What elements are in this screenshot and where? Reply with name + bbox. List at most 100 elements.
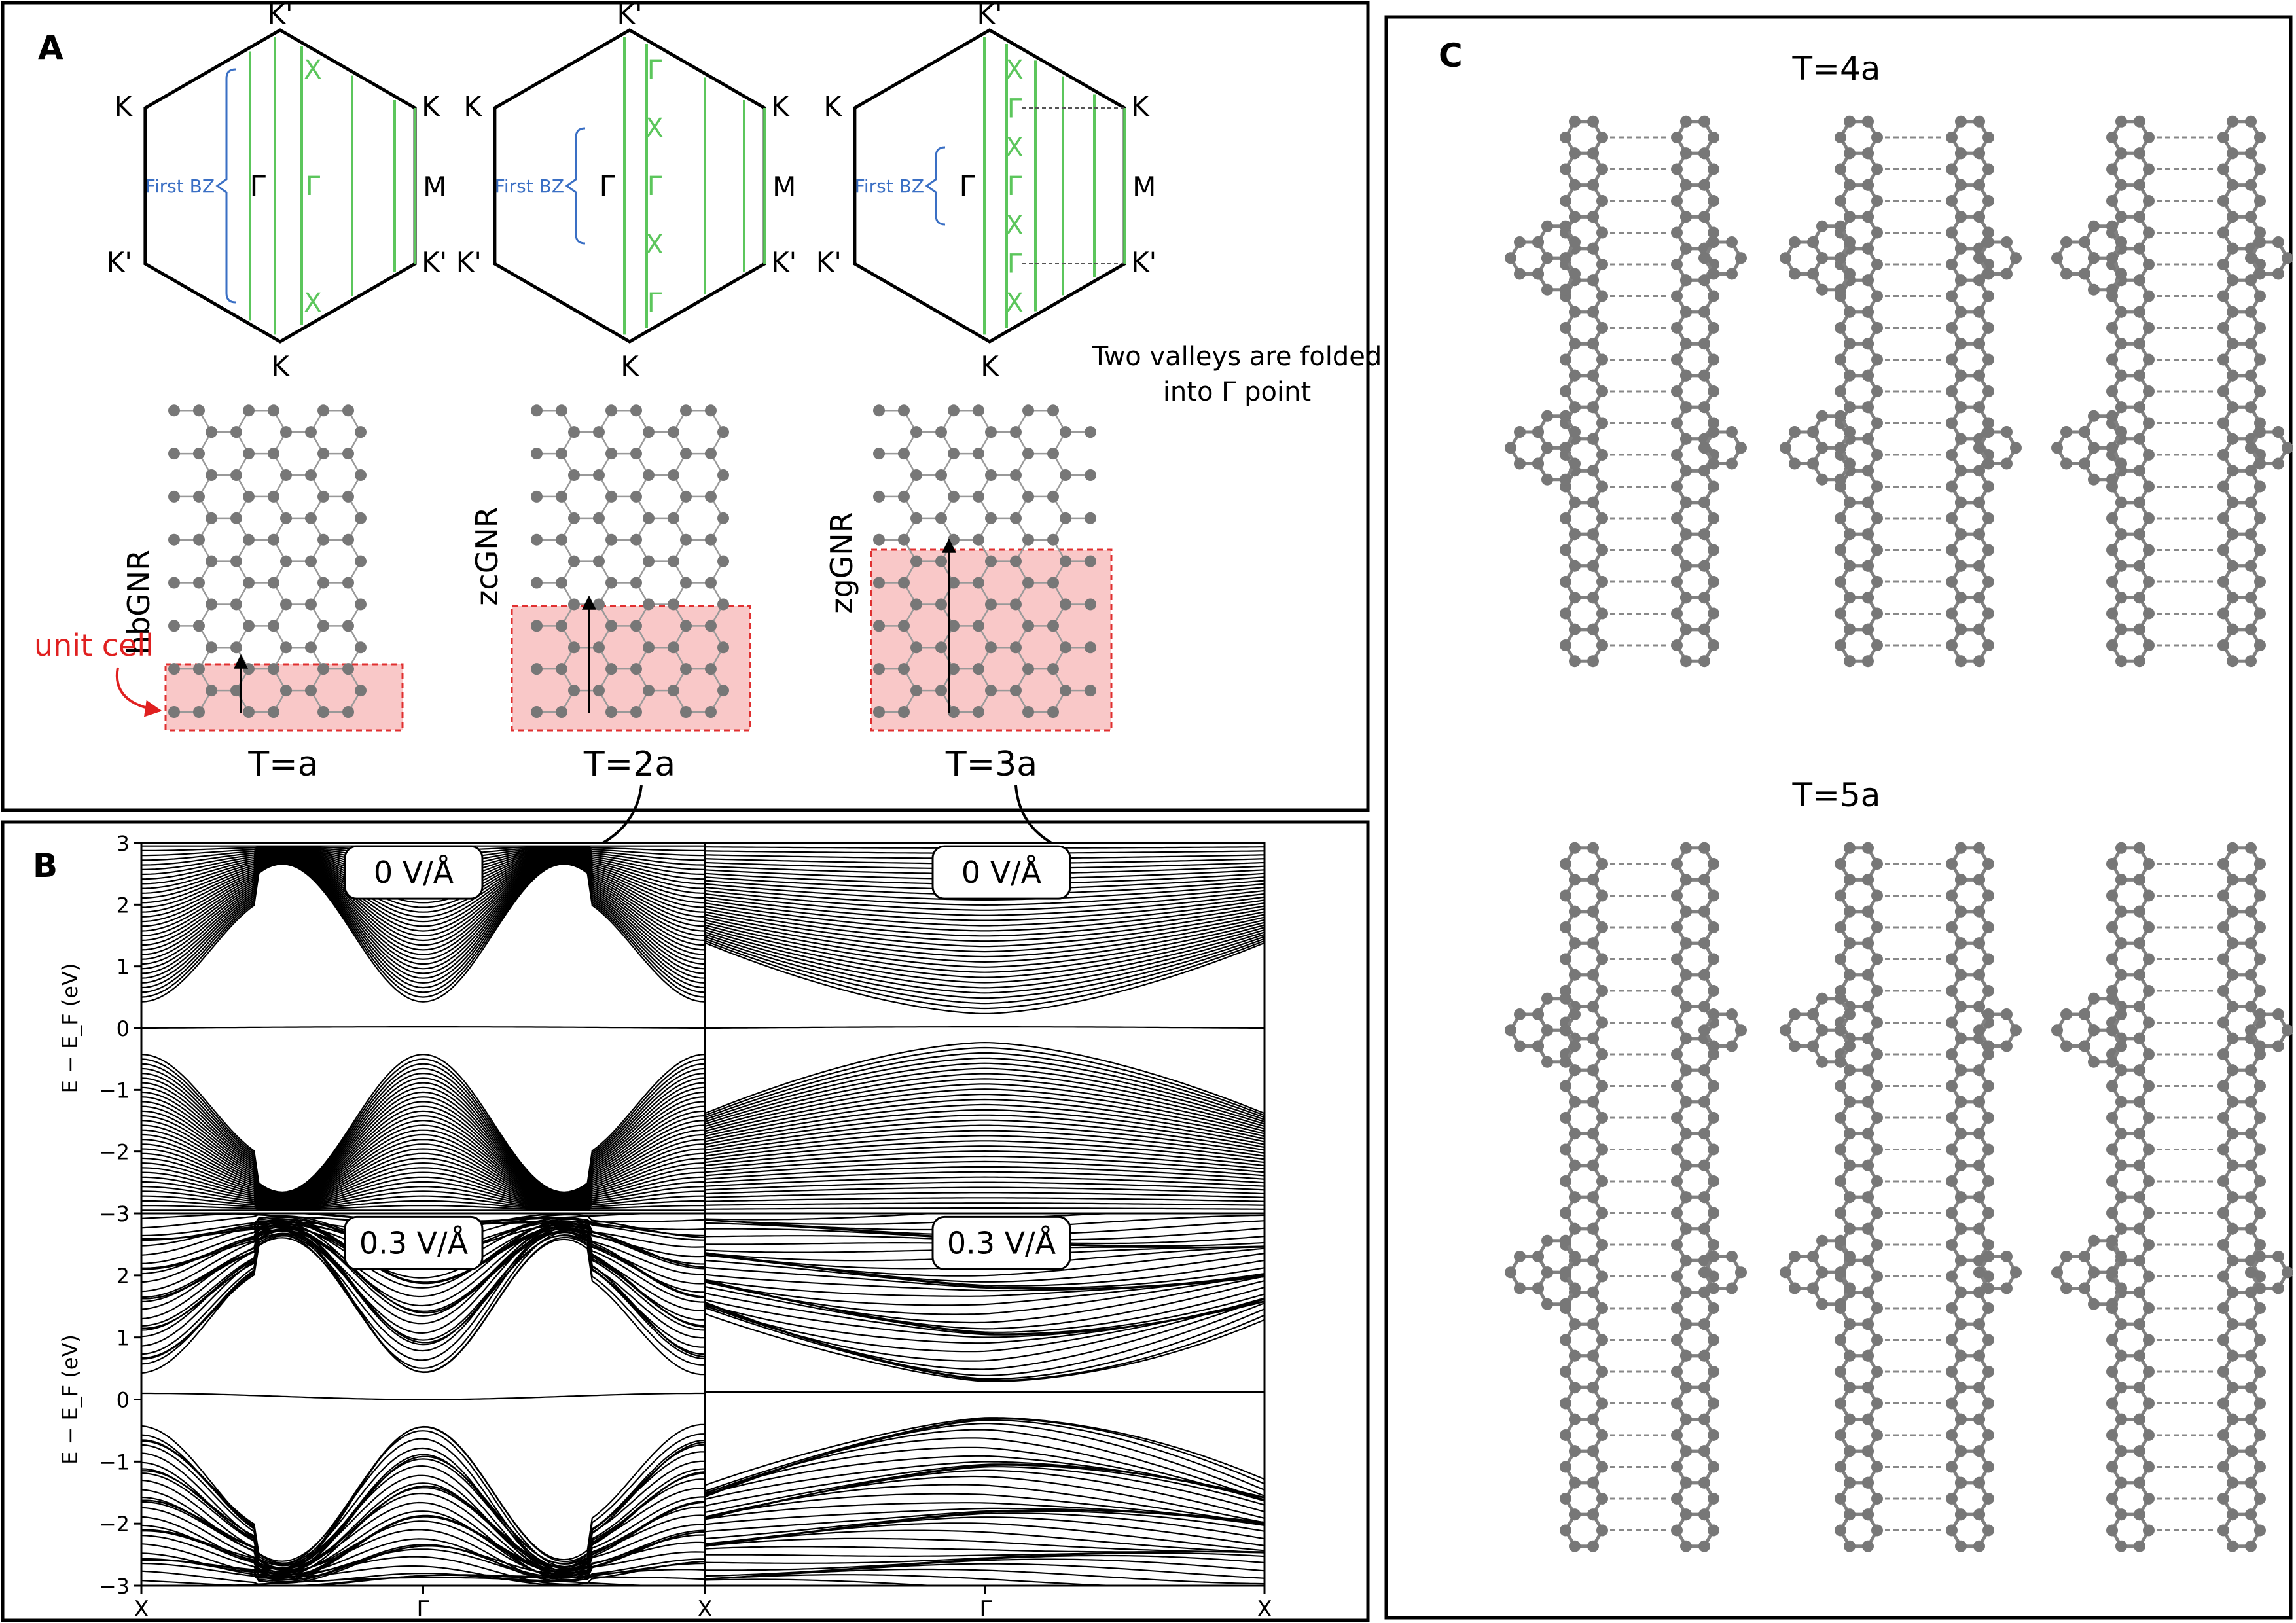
atom	[1541, 473, 1553, 486]
band-plot-1-2: 0 V/Å	[704, 842, 1266, 1215]
atom	[168, 620, 180, 632]
band-line	[141, 1530, 706, 1582]
atom	[1726, 236, 1738, 248]
atom	[2143, 1111, 2155, 1124]
atom	[1587, 1222, 1599, 1235]
atom	[1955, 1128, 1967, 1140]
atom	[2115, 496, 2127, 508]
vertex-label-upper-right: K	[1131, 90, 1150, 122]
atom	[2227, 338, 2238, 350]
atom	[1569, 1508, 1581, 1521]
atom	[1946, 1270, 1958, 1283]
atom	[1022, 663, 1034, 675]
atom	[2079, 1040, 2090, 1052]
band-line	[704, 1437, 1265, 1502]
atom	[1671, 1048, 1683, 1060]
atom	[898, 620, 910, 632]
band-line	[704, 1417, 1265, 1486]
vertex-label-mid-right: M	[1132, 171, 1156, 203]
atom	[193, 490, 205, 503]
atom	[2227, 1222, 2238, 1235]
atom	[2245, 401, 2257, 414]
atom	[1680, 1540, 1692, 1552]
atom	[1946, 385, 1958, 397]
atom	[2106, 1024, 2118, 1037]
atom	[1680, 1032, 1692, 1044]
atom	[230, 469, 242, 482]
atom	[1532, 236, 1544, 248]
atom	[1698, 969, 1710, 981]
atom	[2254, 1207, 2266, 1219]
atom	[2254, 544, 2266, 556]
atom	[1698, 1413, 1710, 1425]
atom	[1973, 465, 1985, 477]
atom	[2106, 607, 2118, 620]
atom	[1973, 1096, 1985, 1108]
atom	[2143, 1334, 2155, 1346]
atom	[1587, 592, 1599, 604]
atom	[2106, 220, 2118, 232]
atom	[705, 404, 717, 417]
atom	[2134, 242, 2145, 255]
atom	[1844, 842, 1856, 854]
atom	[1955, 1318, 1967, 1330]
atom	[2088, 473, 2100, 486]
band-line	[141, 1072, 706, 1196]
atom	[935, 555, 947, 567]
atom	[1862, 1349, 1874, 1362]
atom	[1680, 1128, 1692, 1140]
superlattice-structures	[1505, 115, 2293, 1552]
atom	[2143, 1238, 2155, 1251]
atom	[2217, 921, 2229, 933]
atom	[1862, 496, 1874, 508]
atom	[1671, 639, 1683, 651]
atom	[1680, 937, 1692, 950]
atom	[2079, 1251, 2090, 1262]
y-tick-label: 3	[117, 1202, 130, 1226]
band-line	[704, 1046, 1265, 1116]
atom	[2115, 1064, 2127, 1077]
atom	[1698, 252, 1710, 264]
atom	[1022, 706, 1034, 718]
atom	[1085, 469, 1096, 482]
atom	[556, 620, 567, 632]
atom	[717, 598, 729, 611]
panel-c-frame	[1384, 15, 2293, 1620]
band-line	[141, 1458, 706, 1569]
atom	[1671, 448, 1683, 461]
atom	[2245, 592, 2257, 604]
atom	[1587, 1508, 1599, 1521]
atom	[531, 448, 543, 460]
atom	[2227, 1032, 2238, 1044]
band-line	[704, 905, 1265, 937]
ribbon-name-zggnr: zgGNR	[824, 512, 859, 613]
atom	[1816, 410, 1828, 422]
atom	[2227, 1508, 2238, 1521]
atom	[973, 620, 984, 632]
atom	[2051, 252, 2063, 264]
atom	[2134, 1540, 2145, 1552]
atom	[2088, 1266, 2100, 1279]
atom	[1955, 369, 1967, 382]
atom	[2143, 1524, 2155, 1537]
atom	[2143, 258, 2155, 270]
atom	[1708, 544, 1719, 556]
atom	[705, 490, 717, 503]
atom	[1816, 442, 1828, 454]
atom	[2106, 1175, 2118, 1187]
atom	[1708, 290, 1719, 302]
atom	[2254, 426, 2266, 438]
atom	[2254, 921, 2266, 933]
atom	[1596, 889, 1608, 902]
atom	[1946, 1143, 1958, 1156]
atom	[2245, 465, 2257, 477]
band-line	[704, 1293, 1265, 1336]
atom	[1871, 1461, 1883, 1473]
y-tick-label: 2	[117, 893, 130, 918]
atom	[1596, 953, 1608, 965]
atom	[1982, 457, 1994, 470]
atom	[1973, 338, 1985, 350]
atom	[243, 577, 255, 589]
atom	[1560, 442, 1571, 454]
band-line	[704, 896, 1265, 921]
